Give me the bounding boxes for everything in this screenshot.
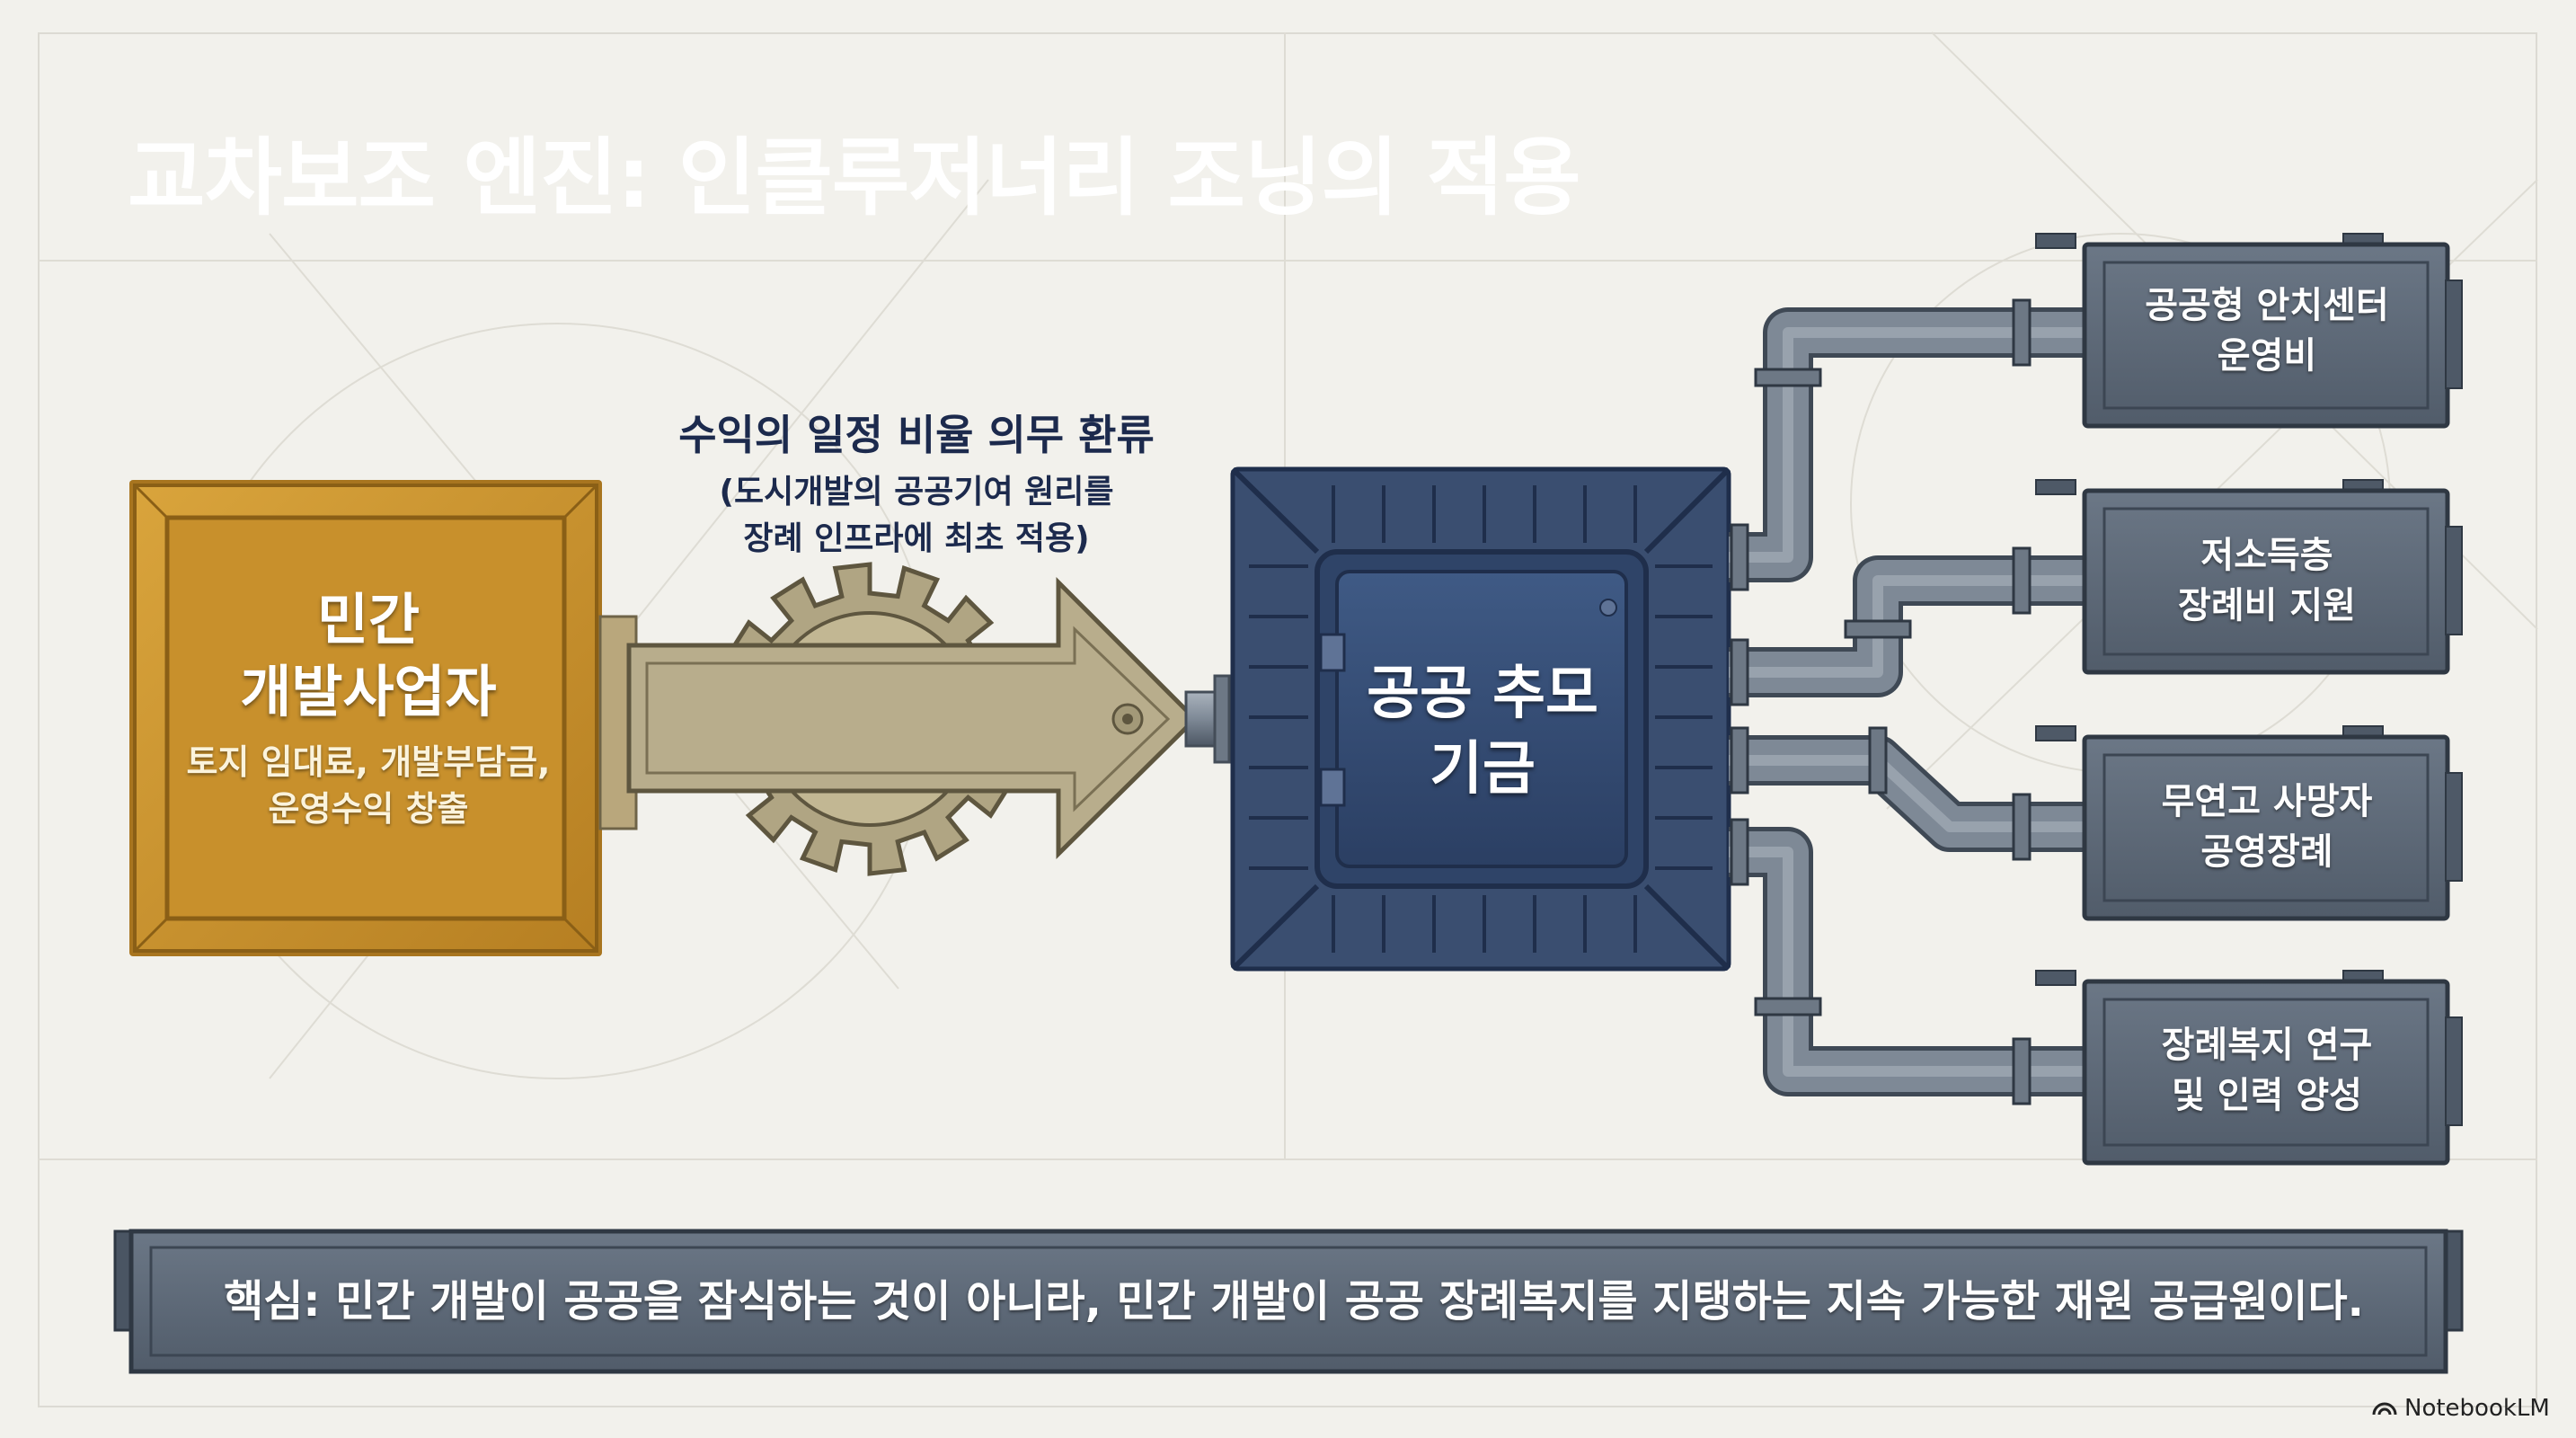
developer-name: 민간 개발사업자: [144, 584, 593, 728]
output-public-funeral: 무연고 사망자 공영장례: [2114, 777, 2420, 877]
output-line: 무연고 사망자: [2161, 781, 2373, 822]
developer-description: 토지 임대료, 개발부담금, 운영수익 창출: [144, 739, 593, 832]
diagram-frame: [38, 32, 2537, 1407]
output-boxes: [2035, 233, 2463, 1166]
core-message-bar: [113, 1229, 2464, 1374]
flow-arrow: [626, 576, 1199, 859]
output-research-training: 장례복지 연구 및 인력 양성: [2114, 1020, 2420, 1121]
flow-sublabel: (도시개발의 공공기여 원리를 장례 인프라에 최초 적용): [629, 469, 1204, 563]
output-line: 공공형 안치센터: [2145, 285, 2389, 326]
output-facility-operation: 공공형 안치센터 운영비: [2114, 280, 2420, 381]
developer-name-line: 민간: [316, 587, 420, 652]
developer-desc-line: 토지 임대료, 개발부담금,: [186, 742, 551, 782]
developer-name-line: 개발사업자: [240, 659, 497, 724]
output-line: 저소득층: [2200, 535, 2333, 576]
fund-name-line: 공공 추모: [1367, 661, 1598, 727]
flow-label: 수익의 일정 비율 의무 환류: [678, 411, 1155, 459]
brand-name: NotebookLM: [2404, 1395, 2550, 1422]
flow-sublabel-line: (도시개발의 공공기여 원리를: [719, 474, 1114, 510]
output-line: 장례비 지원: [2178, 585, 2356, 626]
fund-box: [1230, 466, 1731, 972]
notebooklm-icon: [2372, 1402, 2397, 1416]
output-line: 장례복지 연구: [2161, 1025, 2373, 1066]
fund-name-line: 기금: [1430, 736, 1536, 803]
output-low-income-support: 저소득층 장례비 지원: [2114, 530, 2420, 631]
developer-box: [129, 480, 602, 956]
page-title: 교차보조 엔진: 인클루저너리 조닝의 적용: [128, 129, 1581, 227]
core-message: 핵심: 민간 개발이 공공을 잠식하는 것이 아니라, 민간 개발이 공공 장례…: [224, 1276, 2364, 1327]
brand-watermark: NotebookLM: [2372, 1395, 2550, 1422]
output-line: 및 인력 양성: [2172, 1075, 2362, 1116]
output-line: 공영장례: [2200, 831, 2333, 873]
flow-sublabel-line: 장례 인프라에 최초 적용): [743, 520, 1090, 557]
output-pipes: [1729, 298, 2085, 1105]
fund-name: 공공 추모 기금: [1312, 656, 1653, 807]
developer-desc-line: 운영수익 창출: [268, 789, 469, 829]
output-line: 운영비: [2217, 335, 2317, 377]
fund-inlet-pipe: [1184, 674, 1238, 764]
